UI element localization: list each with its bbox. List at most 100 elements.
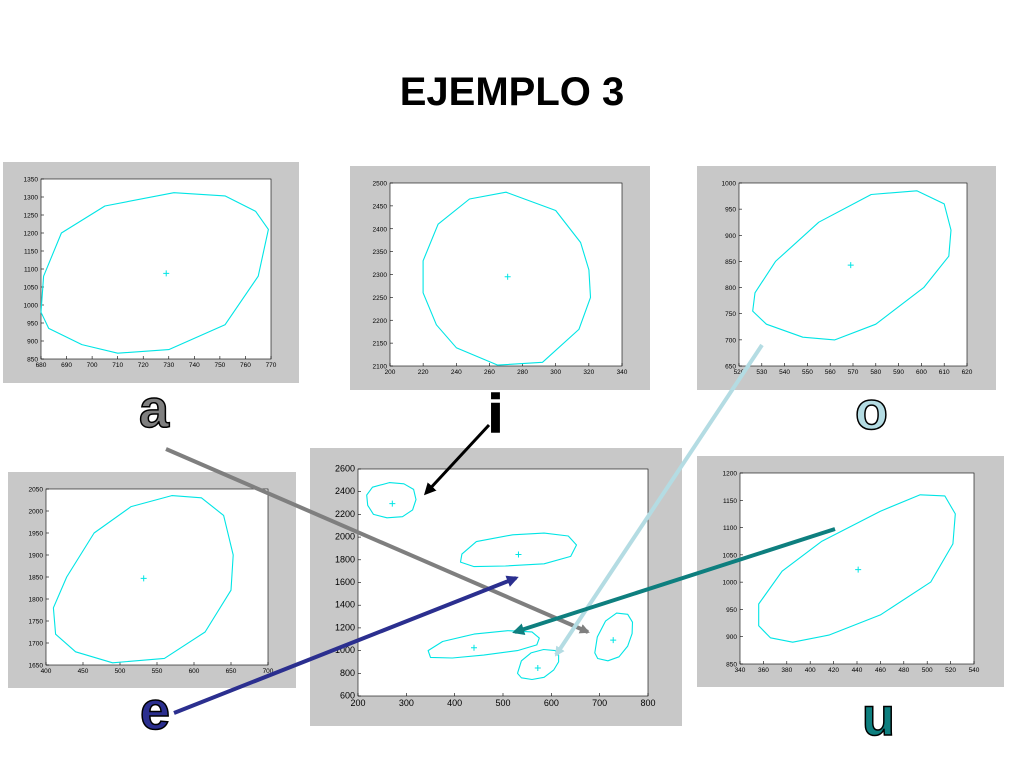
x-tick-label: 700 [592, 698, 607, 708]
y-tick-label: 1200 [335, 622, 355, 632]
y-tick-label: 950 [27, 321, 38, 328]
cluster-o-center-marker [534, 664, 541, 671]
y-tick-label: 1850 [29, 575, 44, 582]
y-tick-label: 1000 [24, 303, 39, 310]
x-tick-label: 500 [115, 668, 126, 675]
x-tick-label: 530 [756, 369, 767, 376]
vowel-o-ellipse [752, 190, 952, 341]
y-tick-label: 1000 [722, 181, 737, 188]
vowel-a-center-marker [163, 270, 170, 277]
y-tick-label: 1200 [24, 231, 39, 238]
y-tick-label: 900 [27, 339, 38, 346]
x-tick-label: 650 [226, 668, 237, 675]
x-tick-label: 400 [41, 668, 52, 675]
y-tick-label: 700 [725, 337, 736, 344]
x-tick-label: 730 [163, 362, 174, 369]
y-tick-label: 850 [726, 662, 737, 669]
plot-area [738, 182, 968, 367]
y-tick-label: 1000 [723, 580, 738, 587]
vowel-label-u: u [861, 687, 896, 747]
x-tick-label: 740 [189, 362, 200, 369]
x-tick-label: 570 [848, 369, 859, 376]
y-tick-label: 1150 [723, 498, 737, 505]
y-tick-label: 1400 [335, 600, 355, 610]
y-tick-label: 900 [726, 634, 737, 641]
y-tick-label: 1100 [24, 267, 38, 274]
x-tick-label: 440 [852, 667, 863, 674]
x-tick-label: 300 [399, 698, 414, 708]
x-tick-label: 600 [916, 369, 927, 376]
vowel-u-center-marker [855, 566, 862, 573]
y-tick-label: 2250 [373, 295, 388, 302]
y-tick-label: 800 [725, 285, 736, 292]
y-tick-label: 2500 [373, 181, 388, 188]
y-tick-label: 900 [725, 233, 736, 240]
x-tick-label: 540 [969, 667, 980, 674]
vowel-i-center-marker [504, 273, 511, 280]
x-tick-label: 220 [418, 369, 429, 376]
x-tick-label: 320 [583, 369, 594, 376]
y-tick-label: 1350 [24, 177, 39, 184]
y-tick-label: 1900 [29, 553, 44, 560]
y-tick-label: 2000 [29, 509, 44, 516]
y-tick-label: 1950 [29, 531, 44, 538]
plot-area [357, 468, 649, 697]
y-tick-label: 2200 [373, 318, 388, 325]
y-tick-label: 1200 [723, 471, 738, 478]
plot-area [45, 488, 269, 666]
y-tick-label: 600 [340, 691, 355, 701]
x-tick-label: 280 [517, 369, 528, 376]
y-tick-label: 850 [27, 357, 38, 364]
x-tick-label: 700 [263, 668, 274, 675]
y-tick-label: 1050 [24, 285, 39, 292]
y-tick-label: 2200 [335, 509, 355, 519]
x-tick-label: 560 [825, 369, 836, 376]
x-tick-label: 520 [945, 667, 956, 674]
x-tick-label: 550 [152, 668, 163, 675]
y-tick-label: 1700 [29, 641, 44, 648]
x-tick-label: 400 [447, 698, 462, 708]
vowel-label-a: a [138, 379, 170, 439]
x-tick-label: 240 [451, 369, 462, 376]
y-tick-label: 1650 [29, 663, 44, 670]
y-tick-label: 1150 [24, 249, 38, 256]
x-tick-label: 480 [898, 667, 909, 674]
y-tick-label: 950 [725, 207, 736, 214]
vowel-o-center-marker [847, 262, 854, 269]
vowel-e-center-marker [140, 575, 147, 582]
vowel-i-ellipse [422, 191, 592, 366]
y-tick-label: 850 [725, 259, 736, 266]
x-tick-label: 620 [962, 369, 973, 376]
plot-area [389, 182, 623, 367]
plot-area [40, 178, 272, 360]
x-tick-label: 800 [640, 698, 655, 708]
x-tick-label: 300 [550, 369, 561, 376]
x-tick-label: 260 [484, 369, 495, 376]
x-tick-label: 680 [36, 362, 47, 369]
page-title: EJEMPLO 3 [399, 70, 625, 114]
x-tick-label: 200 [385, 369, 396, 376]
y-tick-label: 1100 [723, 525, 737, 532]
x-tick-label: 450 [78, 668, 89, 675]
y-tick-label: 2150 [373, 341, 388, 348]
x-tick-label: 460 [875, 667, 886, 674]
y-tick-label: 1750 [29, 619, 44, 626]
x-tick-label: 340 [735, 667, 746, 674]
vowel-label-o: o [854, 381, 889, 441]
x-tick-label: 420 [828, 667, 839, 674]
x-tick-label: 580 [870, 369, 881, 376]
y-tick-label: 800 [340, 668, 355, 678]
y-tick-label: 2000 [335, 532, 355, 542]
x-tick-label: 690 [61, 362, 72, 369]
y-tick-label: 2450 [373, 203, 388, 210]
x-tick-label: 710 [112, 362, 123, 369]
y-tick-label: 2400 [335, 486, 355, 496]
y-tick-label: 650 [725, 364, 736, 371]
y-tick-label: 2050 [29, 487, 44, 494]
